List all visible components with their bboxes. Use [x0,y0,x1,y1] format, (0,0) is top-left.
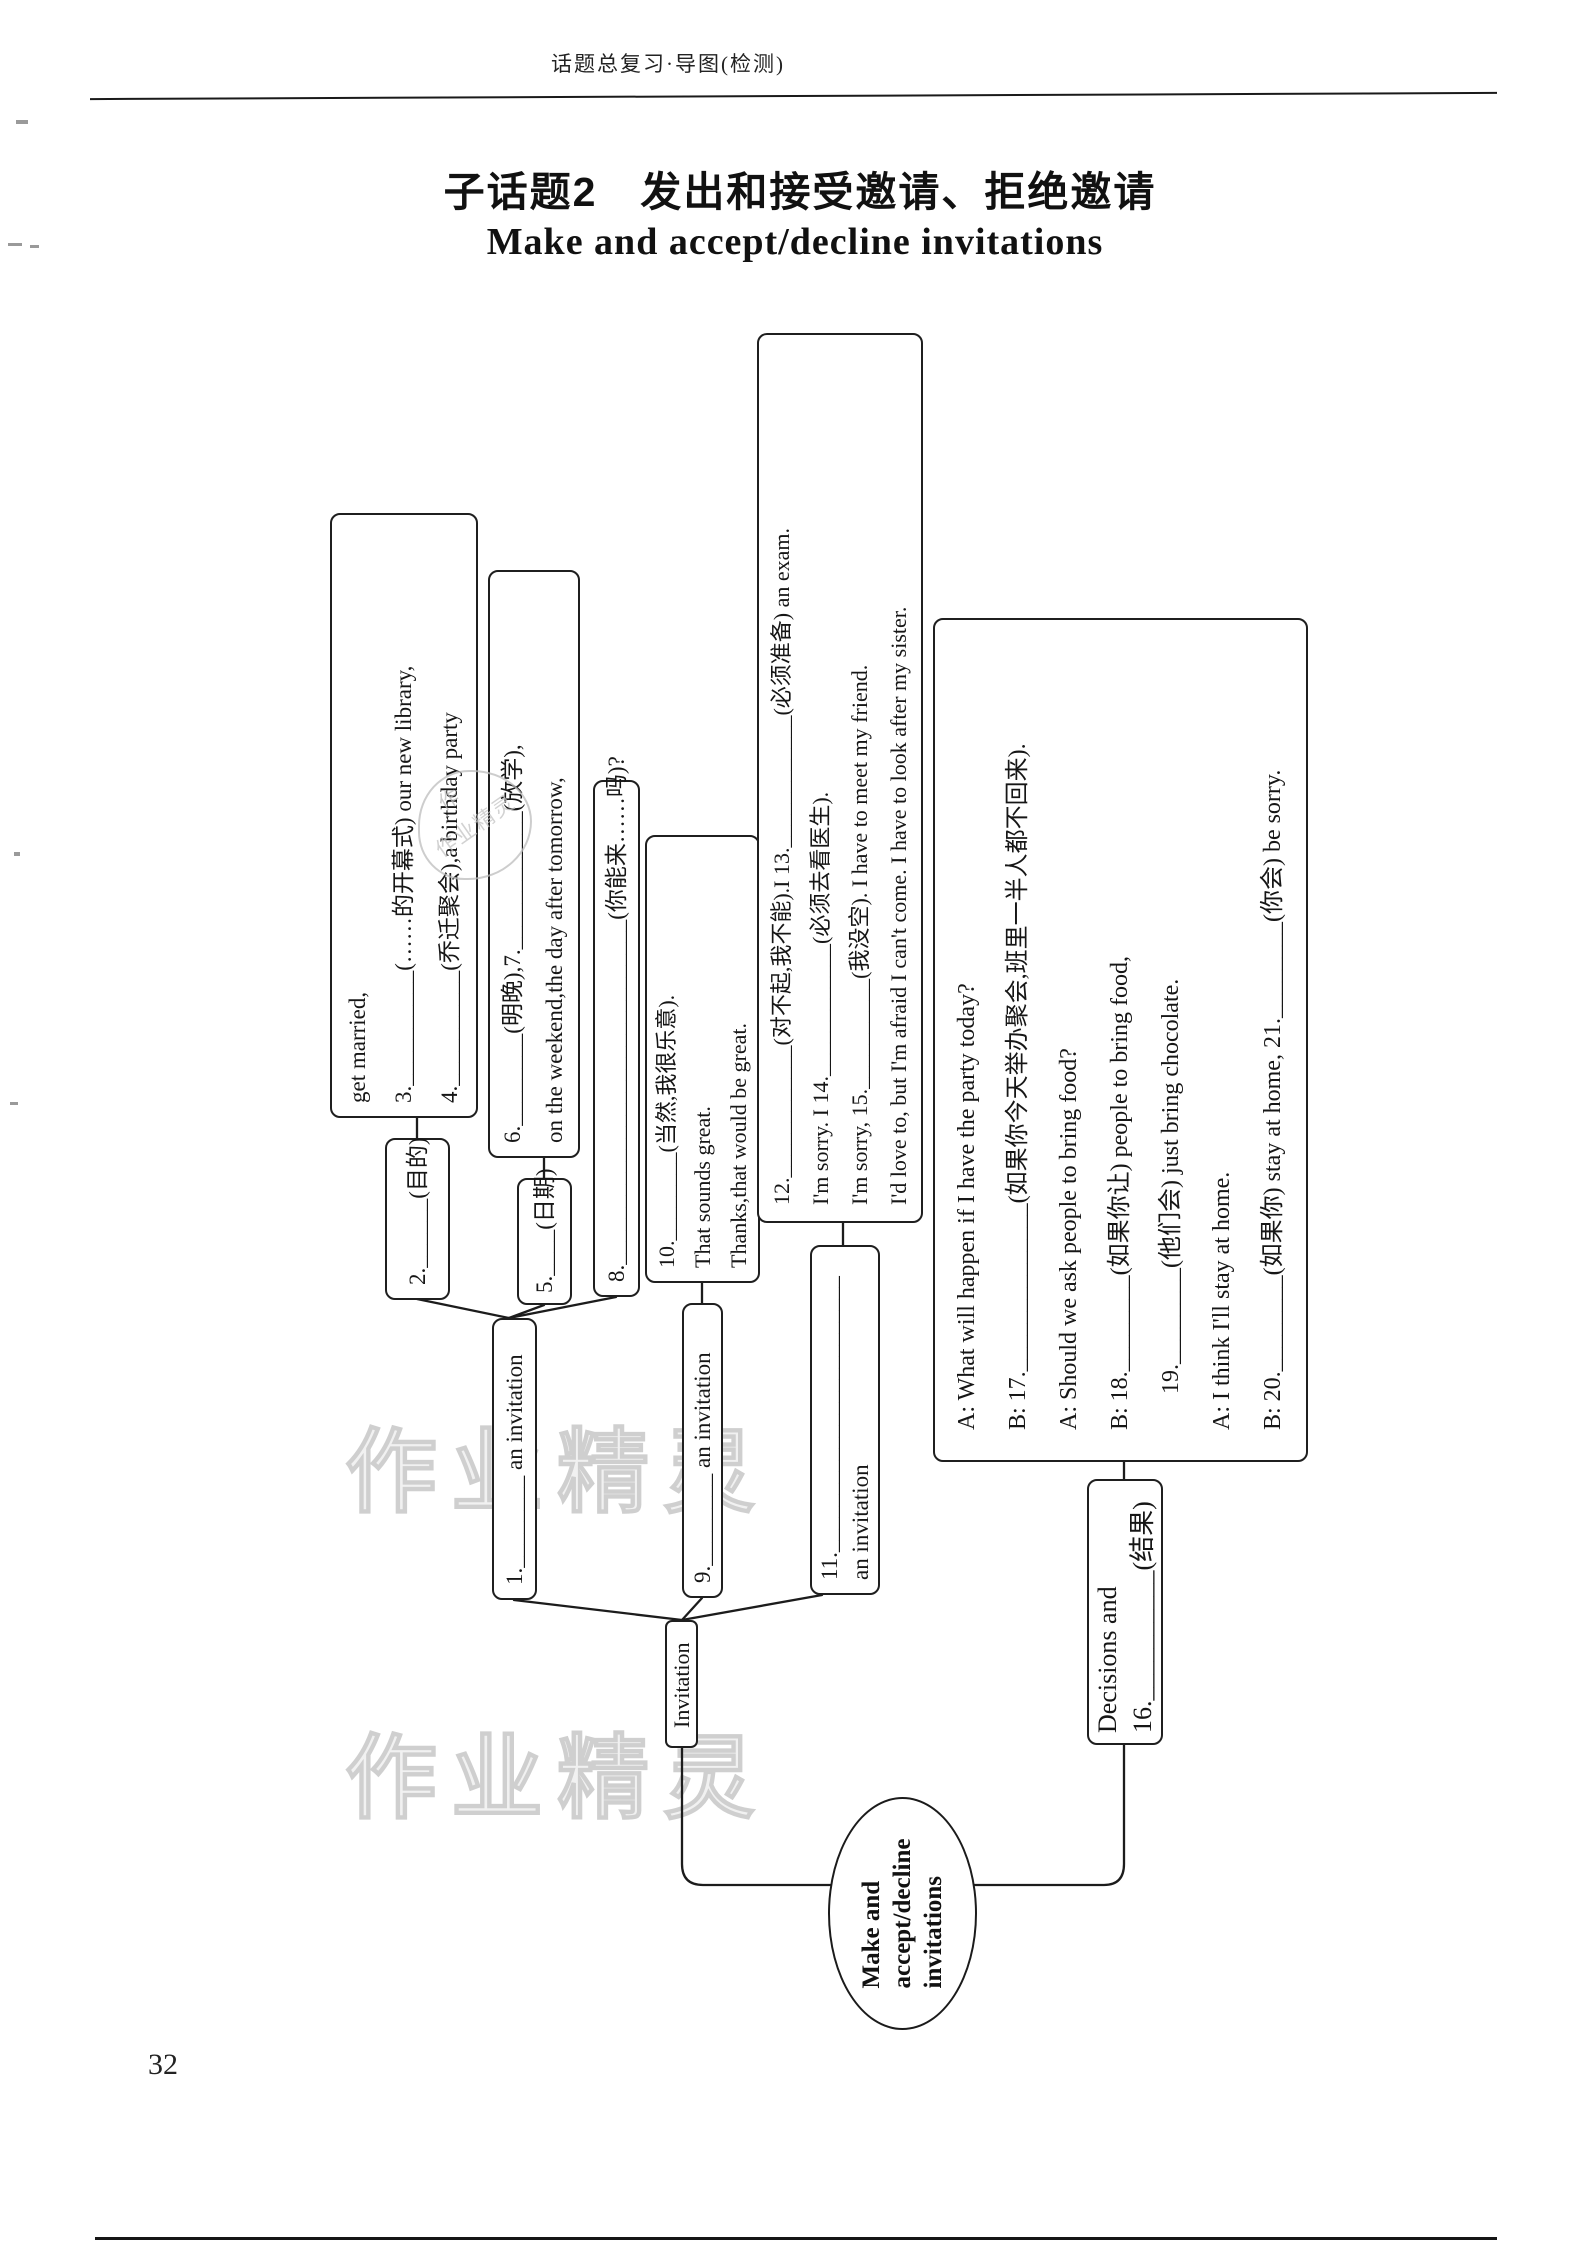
node-accept-detail: 10.________(当然,我很乐意). That sounds great.… [645,835,760,1283]
node-line: get married, [345,991,370,1103]
node-purpose-detail: get married, 3.__________(……的开幕式) our ne… [330,513,478,1118]
node-date-detail: 6.________(明晚),7.____________(放学), on th… [488,570,580,1158]
root-line: accept/decline [889,1838,916,1989]
page-title: 子话题2 发出和接受邀请、拒绝邀请 [443,169,1157,215]
node-accept-invitation: 9.________ an invitation [682,1303,723,1598]
node-line: 12.____________(对不起,我不能).I 13.__________… [769,527,794,1205]
node-line: B: 18.________(如果你让) people to bring foo… [1107,956,1133,1430]
node-line: 6.________(明晚),7.____________(放学), [500,744,525,1143]
scan-speck [8,243,22,246]
node-label: 5.____(日期) [532,1168,557,1293]
node-line: 3.__________(……的开幕式) our new library, [391,665,416,1103]
node-line: I'd love to, but I'm afraid I can't come… [886,606,911,1205]
node-can-you-come: 8.______________________________(你能来……吗)… [593,756,640,1297]
node-line: B: 20.________(如果你) stay at home, 21.___… [1260,769,1286,1430]
mindmap-canvas: Make and accept/decline invitations Invi… [310,320,1340,2090]
node-label: 2.______(目的) [405,1137,430,1285]
root-line: invitations [920,1875,947,1989]
node-line: an invitation [848,1464,873,1580]
node-decline-invitation: 11.________________________ an invitatio… [810,1245,880,1595]
page-number: 32 [148,2048,178,2081]
node-line: I'm sorry, 15.__________(我没空). I have to… [847,664,872,1205]
node-label: 8.______________________________(你能来……吗)… [604,756,629,1282]
node-line: 10.________(当然,我很乐意). [653,994,679,1268]
node-decisions: Decisions and 16.__________(结果) [1087,1479,1163,1745]
scan-speck [14,852,20,856]
node-line: B: 17.______________(如果你今天举办聚会,班里一半人都不回来… [1005,743,1031,1430]
header-rule [90,91,1497,101]
node-line: That sounds great. [689,1106,715,1268]
root-node: Make and accept/decline invitations [828,1797,977,2030]
page-subtitle: Make and accept/decline invitations [486,221,1104,263]
node-invitation: Invitation [665,1620,698,1748]
node-label: Invitation [668,1642,694,1728]
node-line: A: What will happen if I have the party … [954,983,980,1430]
node-make-invitation: 1.________ an invitation [492,1318,537,1600]
node-line: A: I think I'll stay at home. [1209,1171,1235,1430]
node-purpose: 2.______(目的) [385,1137,450,1300]
node-date: 5.____(日期) [517,1168,572,1305]
scan-edge-line [95,2237,1497,2240]
node-line: Decisions and [1093,1586,1122,1733]
root-line: Make and [858,1880,885,1989]
page-header: 话题总复习·导图(检测) [551,52,785,76]
node-dialogue-detail: A: What will happen if I have the party … [933,618,1308,1462]
node-line: 4.__________(乔迁聚会),a birthday party [437,712,462,1103]
node-line: 11.________________________ [817,1276,842,1580]
node-label: 9.________ an invitation [690,1352,715,1583]
scan-speck [10,1102,18,1105]
node-line: on the weekend,the day after tomorrow, [542,777,567,1143]
node-line: Thanks,that would be great. [725,1023,751,1268]
node-line: A: Should we ask people to bring food? [1056,1048,1082,1430]
node-line: I'm sorry. I 14.____________(必须去看医生). [808,791,833,1205]
connector-lines [415,1115,1126,1887]
scan-speck [30,245,39,248]
scan-speck [16,120,28,124]
node-label: 1.________ an invitation [502,1354,527,1585]
node-decline-detail: 12.____________(对不起,我不能).I 13.__________… [757,333,923,1223]
node-line: 16.__________(结果) [1128,1501,1157,1733]
node-line: 19.________(他们会) just bring chocolate. [1158,978,1184,1430]
